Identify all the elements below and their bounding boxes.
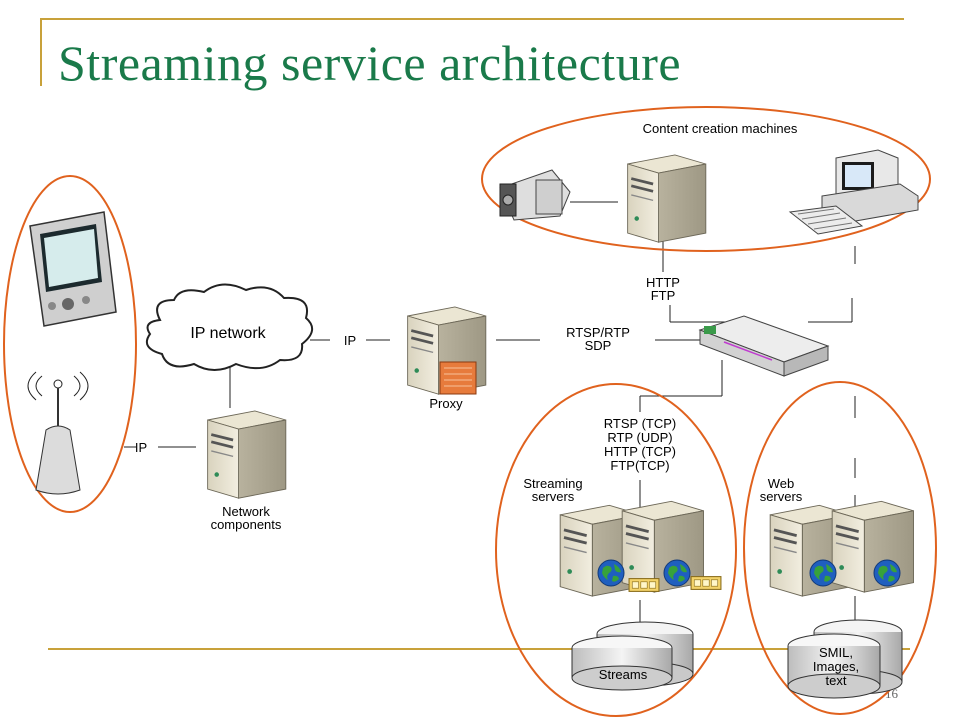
ftp-label: FTP [651,288,676,303]
slide-title: Streaming service architecture [58,35,682,91]
firewall-icon [439,361,477,395]
film-strip-icon [628,578,660,592]
bottom-rule [48,648,910,650]
globe-icon [873,559,901,587]
client-devices-group-ring [3,175,137,513]
top-rule [40,18,904,20]
protocol-http: HTTP (TCP) [604,444,676,459]
wireless-antenna-icon [27,371,89,495]
globe-icon [663,559,691,587]
rtsp-rtp-label: RTSP/RTP [566,325,630,340]
smil-label: SMIL, [819,645,853,660]
video-camera-icon [499,169,571,221]
streams-label: Streams [599,667,648,682]
ip-label-bottom: IP [135,440,147,455]
ip-label-top: IP [344,333,356,348]
streaming-group-ring [495,383,737,717]
protocol-rtsp: RTSP (TCP) [604,416,676,431]
streaming-label: Streaming [523,476,582,491]
text-label: text [826,673,847,688]
ip-network-cloud: IP network [146,283,313,371]
left-rule [40,18,42,86]
servers-label-left: servers [532,489,575,504]
content-creation-label: Content creation machines [643,121,798,136]
film-strip-icon [690,576,722,590]
pda-icon [29,211,117,327]
protocol-ftp: FTP(TCP) [610,458,669,473]
streams-database-icon [571,621,694,691]
servers-label-right: servers [760,489,803,504]
proxy-label: Proxy [429,396,463,411]
workstation-icon [788,149,919,235]
connection-lines [124,201,856,624]
images-label: Images, [813,659,859,674]
web-label: Web [768,476,795,491]
network-components-server-icon [206,409,288,500]
network-label: Network [222,504,270,519]
web-server-icon-2 [830,499,916,594]
globe-icon [809,559,837,587]
sdp-label: SDP [585,338,612,353]
globe-icon [597,559,625,587]
web-group-ring [743,381,937,715]
network-switch-icon [698,315,830,377]
content-server-icon [626,153,708,244]
protocol-rtp: RTP (UDP) [607,430,672,445]
components-label: components [211,517,282,532]
content-creation-group-ring [481,106,931,252]
smil-database-icon [787,619,903,699]
http-label: HTTP [646,275,680,290]
ip-network-label: IP network [190,325,266,342]
